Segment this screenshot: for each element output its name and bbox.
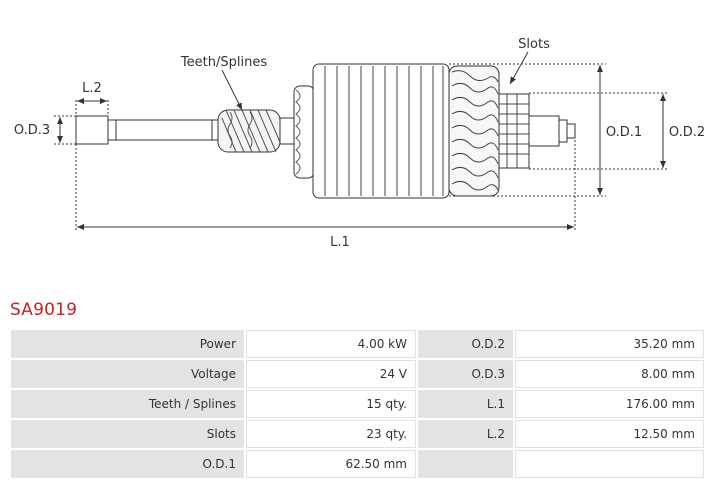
spec-value <box>515 450 704 478</box>
spec-label: L.2 <box>418 420 513 448</box>
part-number: SA9019 <box>10 300 78 320</box>
table-row: Power 4.00 kW O.D.2 35.20 mm <box>11 330 704 358</box>
slots-label: Slots <box>518 37 550 52</box>
shaft-tip <box>75 115 109 145</box>
spec-value: 24 V <box>246 360 416 388</box>
spec-label: O.D.2 <box>418 330 513 358</box>
table-row: Slots 23 qty. L.2 12.50 mm <box>11 420 704 448</box>
spec-table: Power 4.00 kW O.D.2 35.20 mm Voltage 24 … <box>9 328 706 480</box>
spec-value: 35.20 mm <box>515 330 704 358</box>
spec-value: 62.50 mm <box>246 450 416 478</box>
l1-label: L.1 <box>330 235 350 250</box>
spec-value: 8.00 mm <box>515 360 704 388</box>
table-row: Teeth / Splines 15 qty. L.1 176.00 mm <box>11 390 704 418</box>
spec-value: 12.50 mm <box>515 420 704 448</box>
armature-diagram: L.2 O.D.3 L.1 O.D.1 O.D.2 Teeth/Splines … <box>14 37 705 250</box>
spec-label: L.1 <box>418 390 513 418</box>
l2-label: L.2 <box>82 81 102 96</box>
armature-windings <box>448 65 500 197</box>
spec-value: 23 qty. <box>246 420 416 448</box>
od3-label: O.D.3 <box>14 123 50 138</box>
spec-label: Power <box>11 330 244 358</box>
spec-value: 4.00 kW <box>246 330 416 358</box>
spec-label: Slots <box>11 420 244 448</box>
teeth-splines-label: Teeth/Splines <box>180 55 267 70</box>
spec-label: Teeth / Splines <box>11 390 244 418</box>
spec-label: O.D.3 <box>418 360 513 388</box>
shaft <box>107 119 221 141</box>
od2-label: O.D.2 <box>669 125 705 140</box>
table-row: Voltage 24 V O.D.3 8.00 mm <box>11 360 704 388</box>
spec-value: 15 qty. <box>246 390 416 418</box>
armature-core <box>312 63 450 199</box>
spec-label <box>418 450 513 478</box>
spec-value: 176.00 mm <box>515 390 704 418</box>
commutator <box>498 93 576 169</box>
spec-label: Voltage <box>11 360 244 388</box>
od1-label: O.D.1 <box>606 125 642 140</box>
table-row: O.D.1 62.50 mm <box>11 450 704 478</box>
pinion-gear <box>217 109 281 153</box>
spec-label: O.D.1 <box>11 450 244 478</box>
